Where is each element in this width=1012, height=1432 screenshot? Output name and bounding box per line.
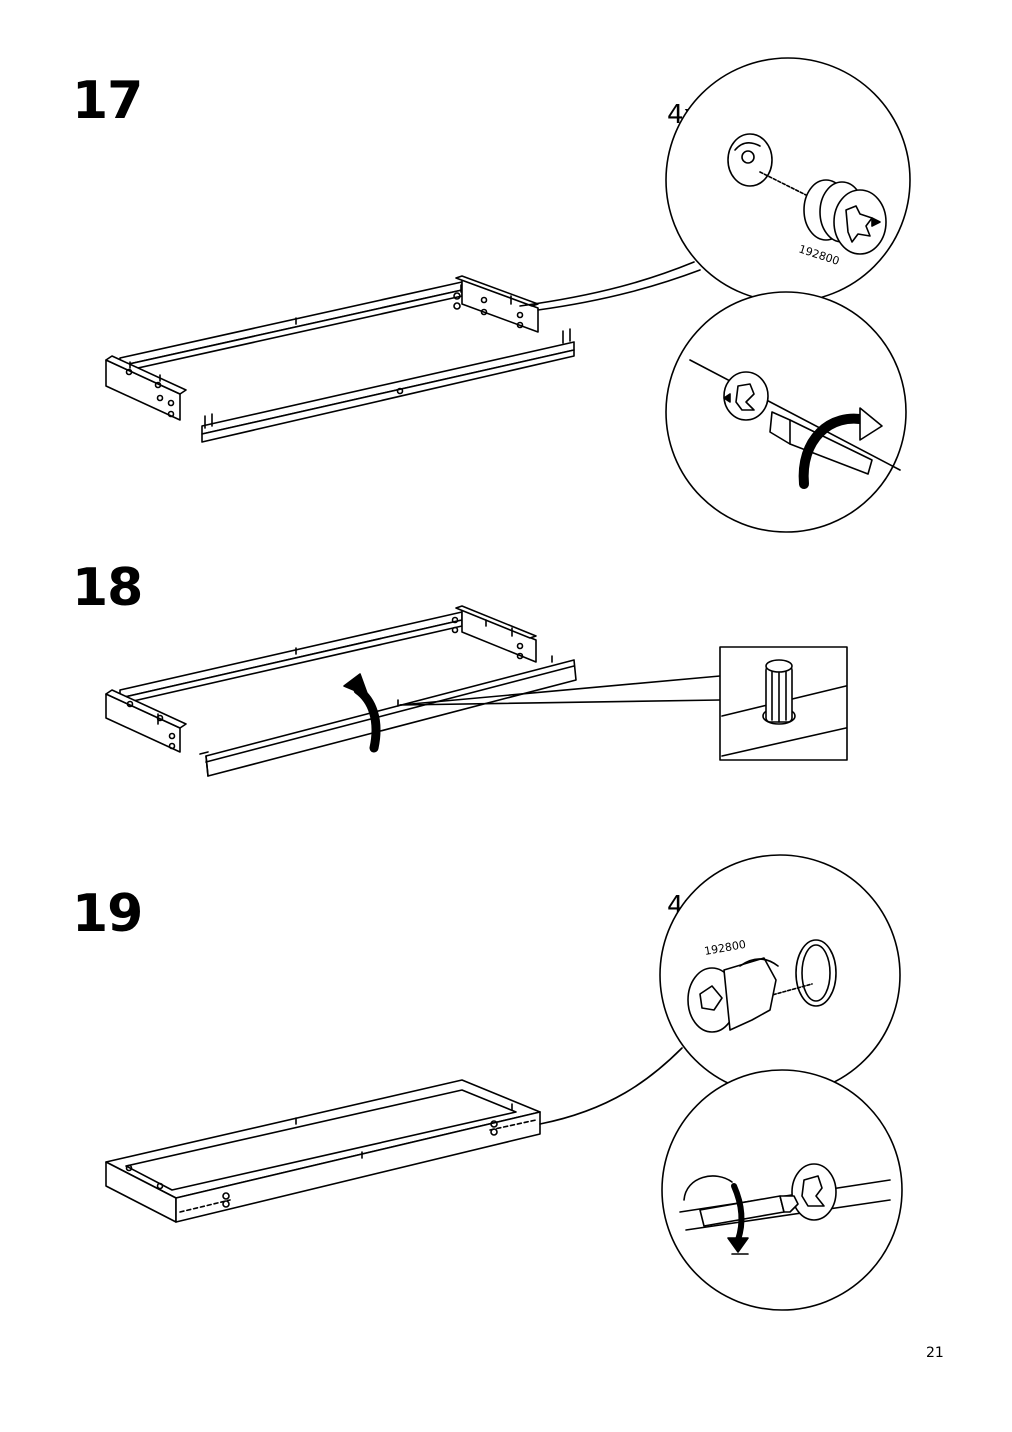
- step-19-frame-illustration: [105, 1079, 541, 1223]
- step-17-frame-illustration: [105, 275, 575, 443]
- step-18-detail-dowel: [719, 646, 848, 761]
- step-18-frame-illustration: [105, 605, 577, 777]
- step-19-detail-screwdriver: [661, 1069, 903, 1311]
- step-18-number: 18: [72, 558, 143, 618]
- step-17-detail-screwdriver: [665, 291, 907, 533]
- step-17-leader-line: [519, 261, 695, 307]
- page-number: 21: [926, 1345, 944, 1361]
- step-19-number: 19: [72, 884, 143, 944]
- step-19-detail-cam-lock: [659, 854, 901, 1096]
- step-17-number: 17: [72, 71, 143, 131]
- step-17-detail-cam-lock: [665, 57, 911, 303]
- step-18-rotate-arrow-icon: [343, 673, 381, 753]
